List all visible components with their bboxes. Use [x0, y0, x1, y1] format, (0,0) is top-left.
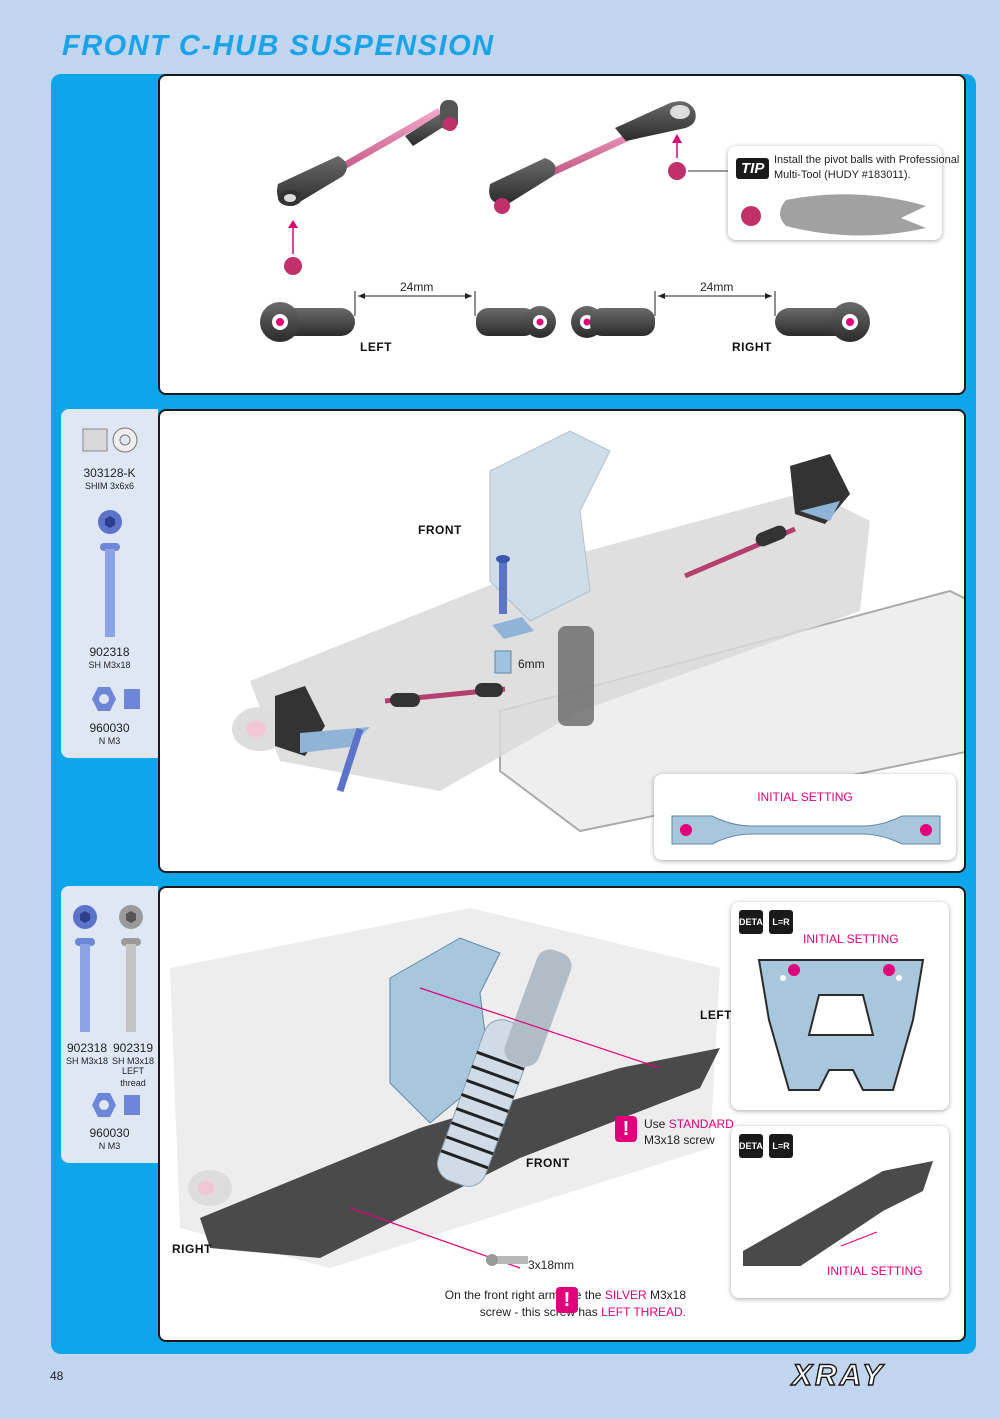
step1-panel: 24mm 24mm LEFT RIGHT TIP Install the piv… — [158, 74, 966, 395]
page-number: 48 — [50, 1369, 64, 1383]
lower-arm-icon — [743, 1161, 933, 1266]
tip-text-line1: Install the pivot balls with Professiona… — [774, 154, 960, 166]
chassis-front-illustration — [232, 430, 964, 833]
silver-screw-note-line2: screw - this screw has LEFT THREAD. — [479, 1305, 686, 1319]
part-code: 902318 — [66, 1041, 108, 1055]
turnbuckle-illustration — [260, 100, 870, 342]
left-label: LEFT — [700, 1008, 732, 1022]
part-desc: N M3 — [98, 736, 121, 746]
right-label: RIGHT — [732, 340, 772, 354]
step3-panel: LEFT FRONT RIGHT ! Use STANDARD M3x18 sc… — [158, 886, 966, 1342]
warning-icon: ! — [615, 1116, 637, 1142]
inset-label: INITIAL SETTING — [827, 1264, 923, 1278]
step3-parts-list: 902318 SH M3x18 902319 SH M3x18 LEFT thr… — [61, 886, 158, 1163]
multi-tool-icon — [741, 194, 926, 236]
nut-icon — [92, 687, 140, 711]
spacer-label: 6mm — [518, 657, 545, 671]
tip-text-line2: Multi-Tool (HUDY #183011). — [774, 169, 911, 181]
nut-icon — [92, 1093, 140, 1117]
shim-icon — [82, 427, 138, 453]
turnbuckle-right-exploded — [489, 101, 730, 214]
part-desc: N M3 — [98, 1141, 121, 1151]
tip-box: TIP Install the pivot balls with Profess… — [728, 146, 959, 240]
standard-screw-note: Use STANDARD — [644, 1117, 734, 1131]
part-code: 902318 — [89, 645, 130, 659]
shock-tower-plate-icon — [757, 959, 925, 1091]
screw-size-label: 3x18mm — [528, 1258, 575, 1272]
tip-badge: TIP — [736, 158, 770, 179]
left-equals-right-icon: L=R — [769, 1134, 793, 1158]
part-desc: SHIM 3x6x6 — [84, 481, 135, 491]
dimension-left: 24mm — [400, 280, 434, 294]
front-label: FRONT — [418, 523, 462, 537]
part-code: 303128-K — [83, 466, 136, 480]
part-desc: SH M3x18 — [111, 1056, 155, 1066]
right-label: RIGHT — [172, 1242, 212, 1256]
detail-icon: DETAIL — [739, 1134, 771, 1158]
turnbuckle-left-exploded — [277, 100, 458, 275]
turnbuckle-left-assembled — [260, 291, 556, 342]
step2-panel: FRONT 6mm INITIAL SETTING — [158, 409, 966, 873]
shock-tower-illustration — [170, 908, 720, 1269]
silver-screw-note: On the front right arm use the SILVER M3… — [444, 1288, 686, 1302]
initial-setting-inset: INITIAL SETTING — [654, 774, 956, 860]
steering-plate-icon — [671, 815, 941, 845]
left-label: LEFT — [360, 340, 392, 354]
warning-icon: ! — [556, 1287, 578, 1313]
inset-label: INITIAL SETTING — [757, 790, 853, 804]
turnbuckle-right-assembled — [571, 291, 870, 342]
part-desc: LEFT thread — [120, 1066, 146, 1088]
part-desc: SH M3x18 — [88, 660, 131, 670]
inset-label: INITIAL SETTING — [803, 932, 899, 946]
part-code: 902319 — [112, 1041, 154, 1055]
left-equals-right-icon: L=R — [769, 910, 793, 934]
shock-tower-setting-inset: DETAIL L=R INITIAL SETTING — [731, 902, 949, 1110]
dimension-right: 24mm — [700, 280, 734, 294]
part-desc: SH M3x18 — [65, 1056, 109, 1066]
part-code: 960030 — [89, 721, 130, 735]
front-label: FRONT — [526, 1156, 570, 1170]
arm-setting-inset: DETAIL L=R INITIAL SETTING — [731, 1126, 949, 1298]
xray-logo: XRAY — [791, 1358, 886, 1392]
detail-icon: DETAIL — [739, 910, 771, 934]
screws-icon — [73, 905, 143, 1032]
part-code: 960030 — [89, 1126, 130, 1140]
standard-screw-note-line2: M3x18 screw — [644, 1133, 715, 1147]
screw-icon — [98, 510, 122, 637]
page-title: FRONT C-HUB SUSPENSION — [62, 30, 495, 62]
step2-parts-list: 303128-K SHIM 3x6x6 902318 SH M3x18 9600… — [61, 409, 158, 758]
